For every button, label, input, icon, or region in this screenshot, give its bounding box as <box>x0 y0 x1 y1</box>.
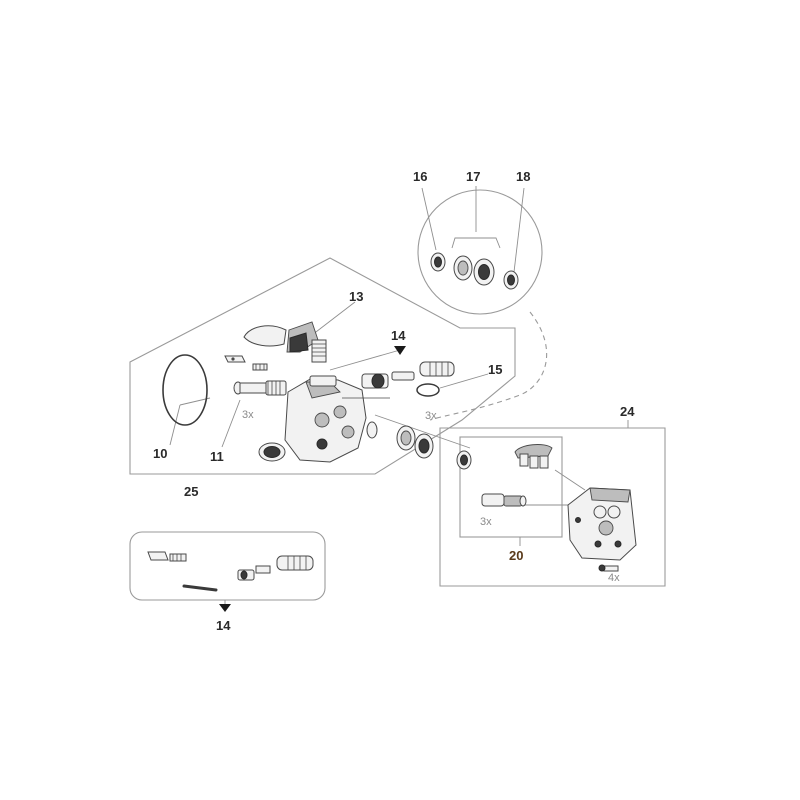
leader-10 <box>169 404 181 446</box>
leader-16 <box>421 187 437 251</box>
leader-14-top <box>329 349 401 371</box>
part-seals-row <box>366 421 472 470</box>
callout-17: 17 <box>466 169 480 184</box>
leader-17-bracket <box>451 186 501 249</box>
callout-13: 13 <box>349 289 363 304</box>
part-16-ring <box>430 252 446 272</box>
part-18-ring <box>503 270 519 290</box>
callout-24: 24 <box>620 404 635 419</box>
callout-18: 18 <box>516 169 530 184</box>
group-20-outline <box>459 436 563 538</box>
leader-seals-line <box>374 414 471 449</box>
part-15-oring <box>416 383 440 397</box>
part-24-screw <box>598 564 619 572</box>
part-20-valves <box>481 493 527 507</box>
leader-18 <box>513 187 525 273</box>
callout-11: 11 <box>210 449 224 464</box>
group-25-outline <box>129 257 516 475</box>
part-17-seal-pair <box>453 255 495 286</box>
callout-14-top: 14 <box>391 328 406 343</box>
qty-seals: 3x <box>425 410 437 422</box>
group-24-outline <box>439 427 666 587</box>
callout-10: 10 <box>153 446 167 461</box>
part-14-kit-contents <box>147 551 314 592</box>
callout-15: 15 <box>488 362 502 377</box>
group-14-outline <box>129 531 326 601</box>
leader-15 <box>439 373 489 389</box>
part-24-pump-head <box>567 487 637 561</box>
part-bracket-small <box>224 355 246 363</box>
callout-25: 25 <box>184 484 198 499</box>
leader-kit-to-head <box>554 469 586 491</box>
callout-16: 16 <box>413 169 427 184</box>
qty-springs: 3x <box>242 409 254 421</box>
leader-10b <box>179 397 211 406</box>
part-20-valve-caps <box>514 444 553 469</box>
leader-13 <box>311 301 356 336</box>
pump-body <box>258 375 390 463</box>
part-14-valve-top <box>361 361 455 389</box>
triangle-marker-bottom <box>219 604 231 612</box>
part-11-plunger <box>233 380 287 396</box>
part-13-cover <box>243 321 327 363</box>
qty-valves: 3x <box>480 516 492 528</box>
qty-screws: 4x <box>608 572 620 584</box>
callout-20: 20 <box>509 548 523 563</box>
part-bolt-small <box>252 363 268 371</box>
triangle-marker-top <box>394 346 406 355</box>
seal-detail-circle <box>417 189 543 315</box>
part-10-oring <box>162 354 208 426</box>
leader-11 <box>221 399 241 448</box>
callout-14-bottom: 14 <box>216 618 231 633</box>
